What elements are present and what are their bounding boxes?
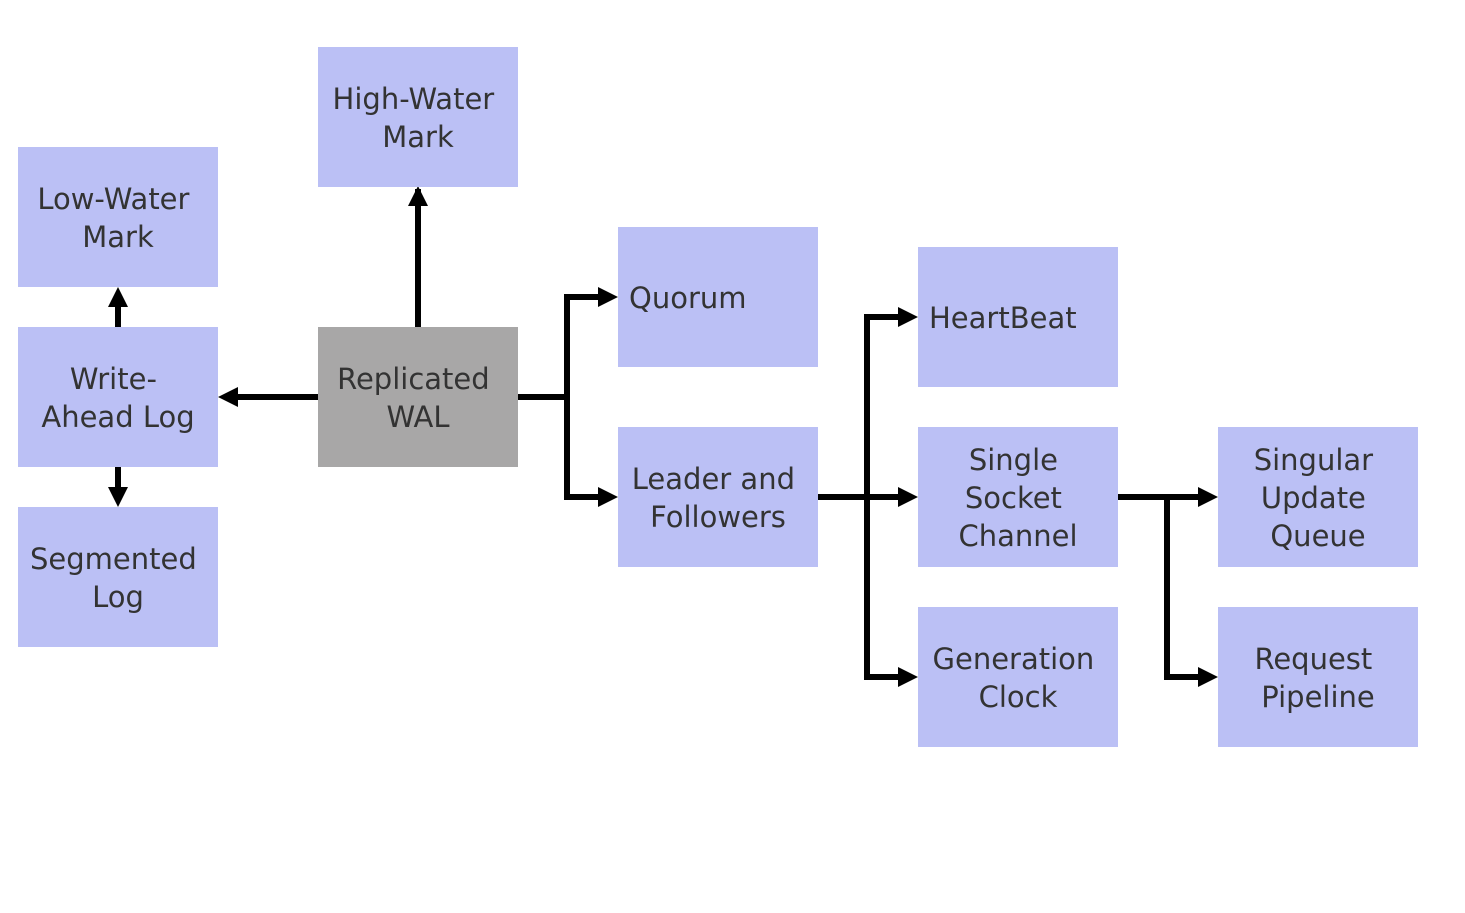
svg-text:Write- Ahead Log: Write- Ahead Log [41, 362, 194, 434]
arrowhead-leader-and-followers [598, 487, 618, 507]
arrowhead-low-water-mark [108, 287, 128, 307]
node-label-line: Singular [1254, 443, 1373, 477]
edge-single-socket-channel-to-request-pipeline [1164, 497, 1204, 680]
svg-text:Replicated WAL: Replicated WAL [337, 362, 499, 434]
node-label-line: WAL [386, 400, 449, 434]
node-label-line: Socket [965, 481, 1062, 515]
edge-leader-and-followers-to-heartbeat [864, 314, 904, 497]
node-label-line: Update [1261, 481, 1366, 515]
node-label-line: Generation [933, 642, 1095, 676]
svg-text:Single Socket: Single Socket Channel [958, 443, 1077, 553]
node-write-ahead-log: Write- Ahead Log [18, 327, 218, 467]
svg-text:Generation Clock: Generation Clock [933, 642, 1104, 714]
node-label-line: Ahead Log [41, 400, 194, 434]
node-generation-clock: Generation Clock [918, 607, 1118, 747]
node-singular-update-queue: Singular Update Queue [1218, 427, 1418, 567]
arrowhead-generation-clock [898, 667, 918, 687]
node-high-water-mark: High-Water Mark [318, 47, 518, 187]
node-box-center [318, 327, 518, 467]
node-label-line: Write- [70, 362, 157, 396]
edge-replicated-wal-to-quorum [564, 294, 604, 397]
node-label-line: Low-Water [37, 182, 189, 216]
node-box [1218, 607, 1418, 747]
svg-text:High-Water Mark: High-Water Mark [333, 82, 504, 154]
arrowhead-quorum [598, 287, 618, 307]
svg-text:Leader and Followers: Leader and Followers [632, 462, 804, 534]
node-label-line: HeartBeat [929, 301, 1077, 335]
node-request-pipeline: Request Pipeline [1218, 607, 1418, 747]
svg-text:Singular Update: Singular Update Queue [1254, 443, 1383, 553]
node-quorum: Quorum [618, 227, 818, 367]
arrowhead-write-ahead-log [218, 387, 238, 407]
node-leader-and-followers: Leader and Followers [618, 427, 818, 567]
svg-text:Quorum: Quorum [629, 281, 747, 315]
edges-layer [108, 186, 1218, 687]
svg-text:HeartBeat: HeartBeat [929, 301, 1077, 335]
arrowhead-segmented-log [108, 487, 128, 507]
arrowhead-singular-update-queue [1198, 487, 1218, 507]
arrowhead-request-pipeline [1198, 667, 1218, 687]
node-box [918, 247, 1118, 387]
arrowhead-high-water-mark [408, 186, 428, 206]
node-box [918, 427, 1118, 567]
node-label-line: Request [1254, 642, 1372, 676]
edge-replicated-wal-to-leader-and-followers [564, 397, 604, 500]
node-single-socket-channel: Single Socket Channel [918, 427, 1118, 567]
node-box [18, 327, 218, 467]
node-replicated-wal: Replicated WAL [318, 327, 518, 467]
node-label-line: Channel [958, 519, 1077, 553]
edge-leader-and-followers-to-generation-clock [864, 497, 904, 680]
node-box [918, 607, 1118, 747]
node-box [18, 507, 218, 647]
node-label-line: High-Water [333, 82, 495, 116]
node-label-line: Quorum [629, 281, 747, 315]
node-label-line: Mark [82, 220, 154, 254]
nodes-layer: High-Water Mark Low-Water Mark Write- Ah… [18, 47, 1418, 747]
svg-text:Low-Water Mark: Low-Water Mark [37, 182, 198, 254]
svg-text:Request Pipeline: Request Pipeline [1254, 642, 1381, 714]
node-label-line: Segmented [30, 542, 197, 576]
node-label-line: Replicated [337, 362, 490, 396]
node-low-water-mark: Low-Water Mark [18, 147, 218, 287]
node-label-line: Log [92, 580, 144, 614]
node-label-line: Pipeline [1261, 680, 1375, 714]
arrowhead-single-socket-channel [898, 487, 918, 507]
node-label-line: Mark [382, 120, 454, 154]
node-label-line: Single [969, 443, 1058, 477]
node-label-line: Queue [1270, 519, 1365, 553]
node-heartbeat: HeartBeat [918, 247, 1118, 387]
node-box [18, 147, 218, 287]
arrowhead-heartbeat [898, 307, 918, 327]
node-segmented-log: Segmented Log [18, 507, 218, 647]
node-box [1218, 427, 1418, 567]
node-box [618, 427, 818, 567]
svg-text:Segmented Log: Segmented Log [30, 542, 206, 614]
node-label-line: Followers [650, 500, 786, 534]
node-box [318, 47, 518, 187]
node-label-line: Leader and [632, 462, 795, 496]
node-label-line: Clock [979, 680, 1058, 714]
node-box [618, 227, 818, 367]
